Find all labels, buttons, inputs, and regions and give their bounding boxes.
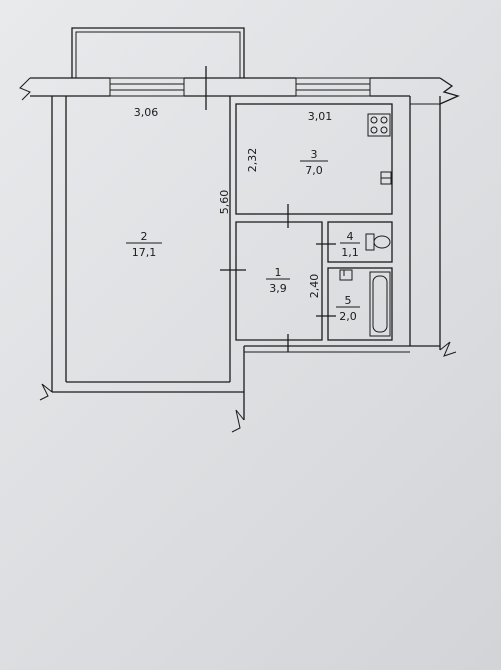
room-area: 3,9 [269, 282, 287, 295]
dimension-room3-width: 3,01 [308, 110, 333, 123]
balcony [71, 27, 245, 78]
room-label-1: 1 3,9 [266, 266, 290, 295]
dimension-room2-width: 3,06 [134, 106, 159, 119]
room-area: 2,0 [339, 310, 357, 323]
room-label-2: 2 17,1 [126, 230, 162, 259]
room-label-5: 5 2,0 [336, 294, 360, 323]
dimension-room2-length: 5,60 [218, 190, 231, 215]
room-1-walls [220, 204, 323, 352]
room-number: 4 [347, 230, 354, 243]
room-area: 7,0 [305, 164, 323, 177]
wet-rooms [316, 221, 393, 341]
room-area: 1,1 [341, 246, 359, 259]
windows [109, 77, 371, 97]
stove-icon [367, 113, 391, 137]
sink-icon [380, 171, 392, 185]
room-number: 2 [141, 230, 148, 243]
room-number: 1 [275, 266, 282, 279]
room-label-4: 4 1,1 [340, 230, 360, 259]
room-3-walls [235, 103, 393, 215]
outer-walls [19, 77, 460, 433]
bathtub-icon [339, 269, 391, 337]
dimension-room3-depth: 2,32 [246, 148, 259, 173]
room-number: 3 [311, 148, 318, 161]
room-area: 17,1 [132, 246, 157, 259]
room-label-3: 3 7,0 [300, 148, 328, 177]
toilet-icon [365, 233, 391, 251]
dimension-bath-depth: 2,40 [308, 274, 321, 299]
room-number: 5 [345, 294, 352, 307]
